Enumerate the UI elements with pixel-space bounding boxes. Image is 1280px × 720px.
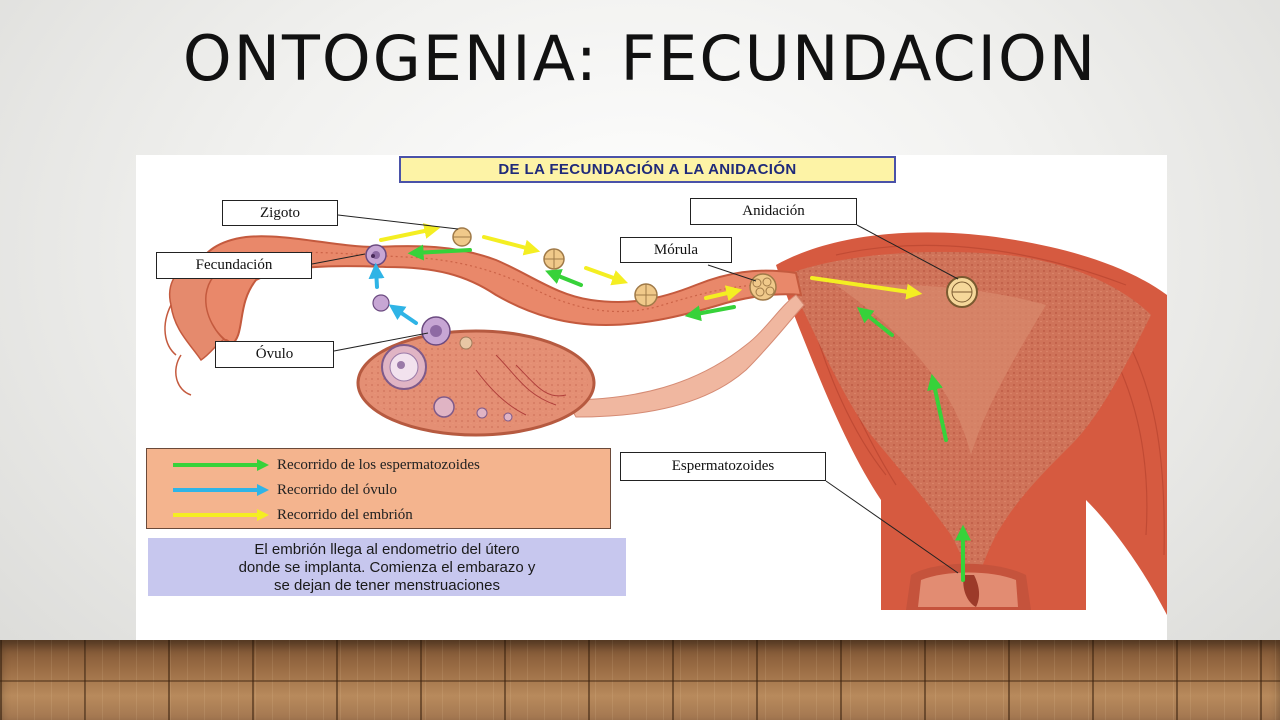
yellow-arrow-icon (173, 509, 269, 521)
note-line: donde se implanta. Comienza el embarazo … (238, 559, 536, 576)
wood-floor (0, 640, 1280, 720)
leader-lines (311, 214, 959, 574)
blue-arrow-icon (173, 484, 269, 496)
embryo-stages (371, 227, 978, 308)
diagram-figure: DE LA FECUNDACIÓN A LA ANIDACIÓN Zigoto … (136, 155, 1167, 641)
ovary (356, 329, 596, 437)
legend-item-sperm: Recorrido de los espermatozoides (147, 455, 610, 477)
label-ovulo: Óvulo (215, 341, 334, 368)
ovarian-ligament (565, 294, 805, 418)
label-anidacion: Anidación (690, 198, 857, 225)
legend-label: Recorrido del embrión (277, 507, 413, 523)
note-line: El embrión llega al endometrio del útero (254, 541, 520, 558)
diagram-banner: DE LA FECUNDACIÓN A LA ANIDACIÓN (399, 156, 896, 183)
fallopian-tube (164, 235, 803, 396)
legend-item-embryo: Recorrido del embrión (147, 505, 610, 527)
ovum-cells (365, 244, 451, 346)
floor-seam (0, 680, 1280, 682)
slide-title: ONTOGENIA: FECUNDACION (182, 22, 1098, 95)
green-arrow-icon (173, 459, 269, 471)
legend: Recorrido de los espermatozoides Recorri… (146, 448, 611, 529)
label-morula: Mórula (620, 237, 732, 263)
legend-label: Recorrido del óvulo (277, 482, 397, 498)
label-zigoto: Zigoto (222, 200, 338, 226)
legend-item-ovum: Recorrido del óvulo (147, 480, 610, 502)
legend-label: Recorrido de los espermatozoides (277, 457, 480, 473)
note-line: se dejan de tener menstruaciones (274, 577, 500, 594)
label-espermatozoides: Espermatozoides (620, 452, 826, 481)
path-arrows (368, 223, 971, 582)
label-fecundacion: Fecundación (156, 252, 312, 279)
reproductive-system-illustration (164, 214, 1167, 615)
info-note: El embrión llega al endometrio del útero… (148, 538, 626, 596)
uterus (776, 232, 1167, 615)
